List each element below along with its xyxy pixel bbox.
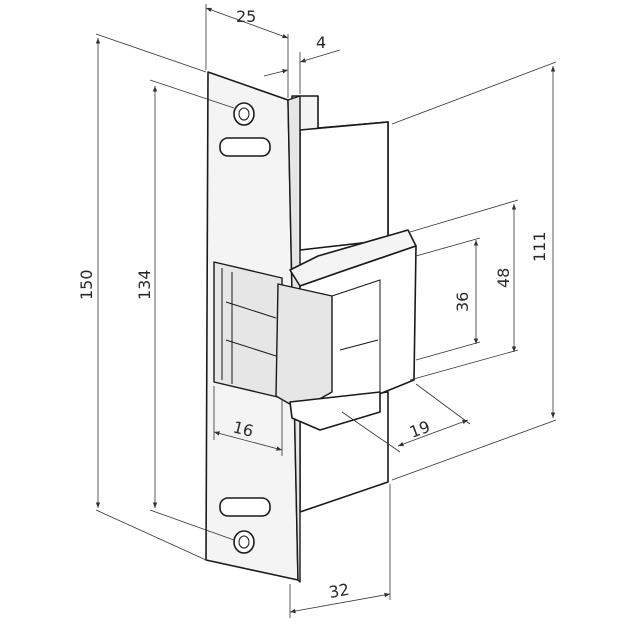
dim-top-width: 25 <box>205 4 289 98</box>
dim-label-body-width: 32 <box>327 580 350 602</box>
bottom-adjustment-slot <box>219 497 271 517</box>
dim-opening-width: 16 <box>213 386 283 456</box>
dim-label-overall-height: 150 <box>77 269 96 300</box>
dim-body-width: 32 <box>289 484 391 618</box>
top-screw-hole <box>233 102 255 126</box>
dim-faceplate-offset: 4 <box>263 33 341 94</box>
dim-body-depth: 111 <box>391 61 557 481</box>
dim-label-keeper-opening: 36 <box>453 292 472 312</box>
bottom-screw-hole <box>233 530 255 554</box>
dim-label-body-depth: 111 <box>530 231 549 262</box>
dim-overall-height: 150 <box>77 33 207 561</box>
dim-label-hole-spacing: 134 <box>135 269 154 300</box>
keeper <box>275 229 417 431</box>
top-adjustment-slot <box>219 137 271 157</box>
dim-label-keeper-depth: 19 <box>407 417 433 442</box>
dim-keeper-opening: 36 <box>415 237 481 361</box>
keeper-opening <box>213 261 283 399</box>
dim-hole-spacing: 134 <box>135 79 235 541</box>
dim-label-opening-width: 16 <box>231 417 255 440</box>
dim-label-faceplate-offset: 4 <box>316 33 326 52</box>
dim-keeper-height: 48 <box>409 199 519 381</box>
dim-label-keeper-height: 48 <box>494 268 513 288</box>
dim-label-top-width: 25 <box>236 7 256 26</box>
